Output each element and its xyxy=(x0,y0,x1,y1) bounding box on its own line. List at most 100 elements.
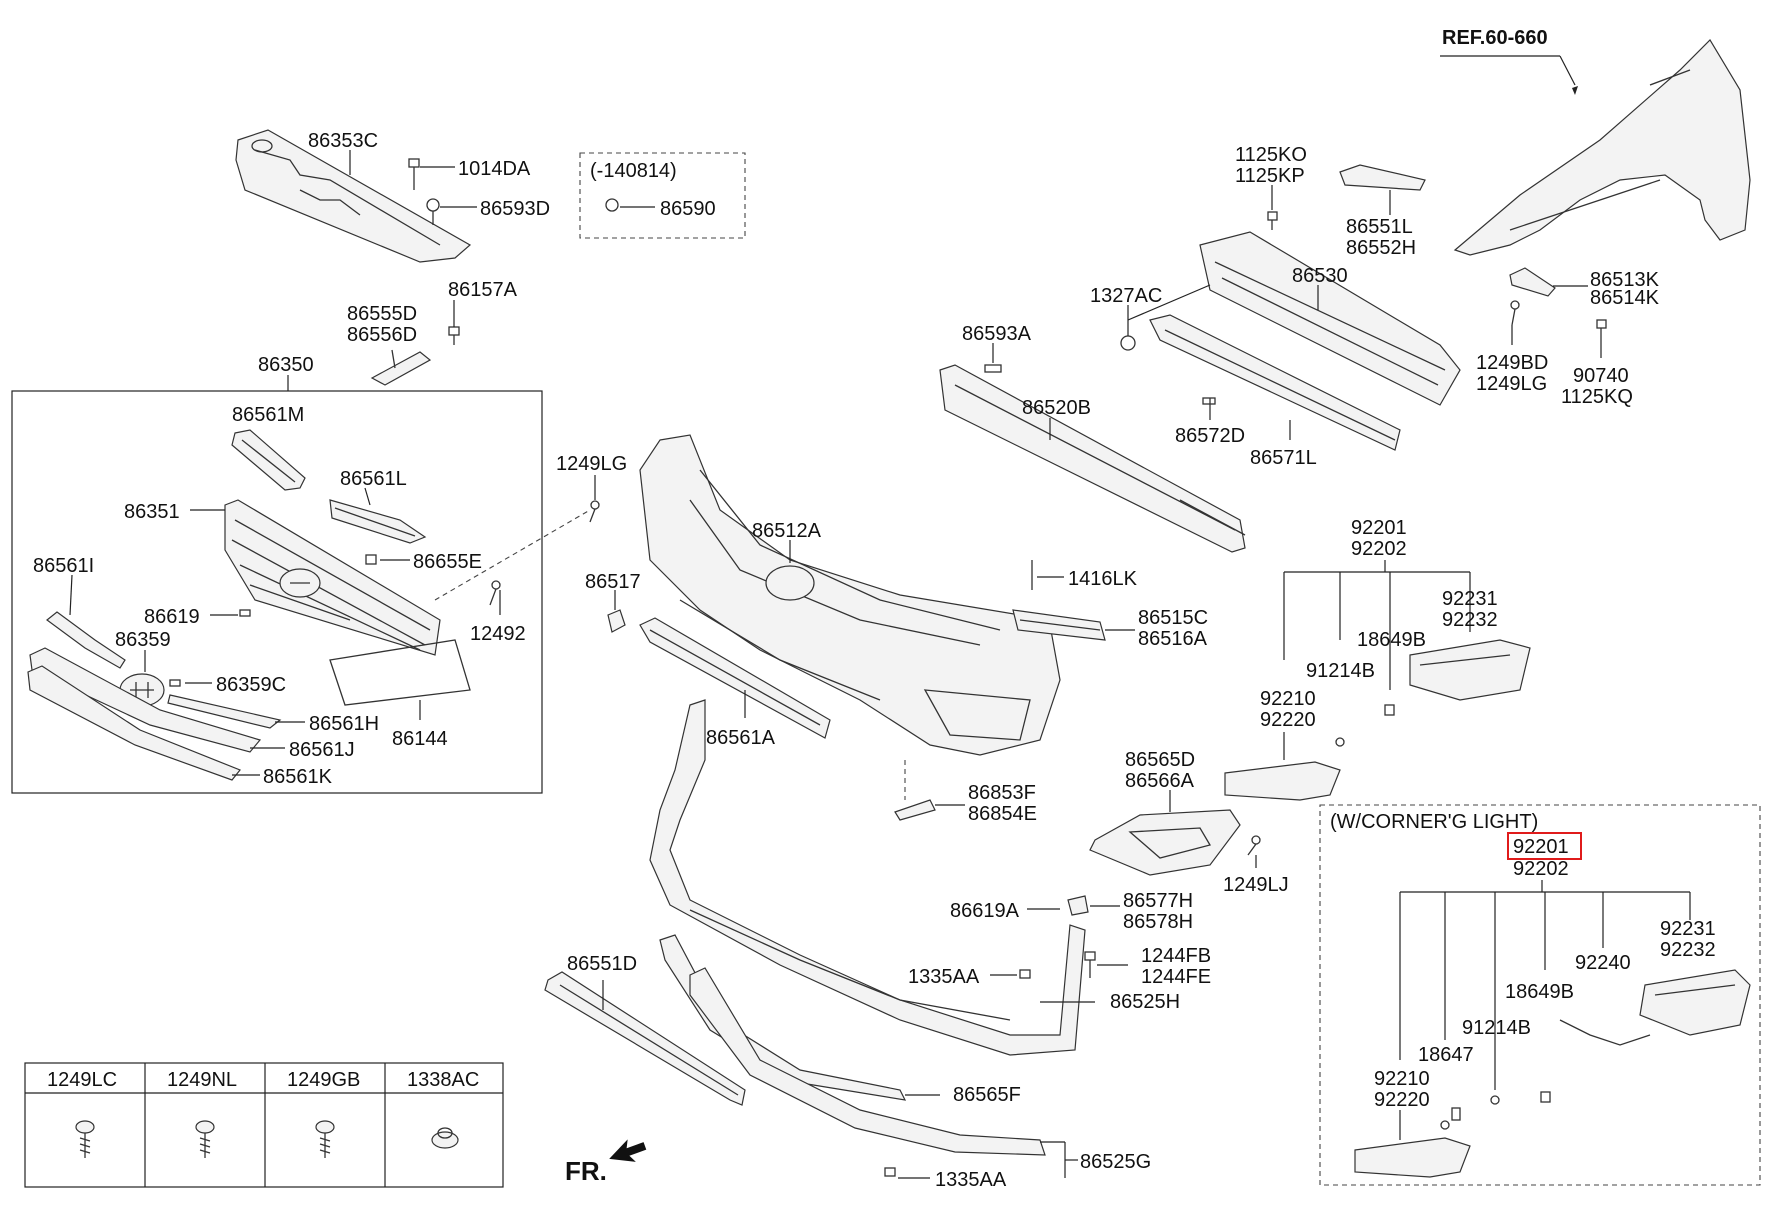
bolt-icon xyxy=(1596,319,1607,338)
bracket-part xyxy=(1339,164,1426,191)
callout-1125KP: 1125KP xyxy=(1235,165,1305,187)
callout-86655E: 86655E xyxy=(413,551,482,573)
nut-icon xyxy=(1120,335,1136,351)
table-header-1249LC: 1249LC xyxy=(47,1069,117,1091)
callout-86530: 86530 xyxy=(1292,265,1348,287)
callout-92202-main: 92202 xyxy=(1351,538,1407,560)
clip-icon xyxy=(1019,969,1031,979)
bracket-part xyxy=(894,799,936,821)
callout-86577H: 86577H xyxy=(1123,890,1193,912)
clip-icon xyxy=(1202,397,1216,405)
grille-trim-h-part xyxy=(167,694,282,729)
screw-icon xyxy=(1510,300,1520,326)
clip-icon xyxy=(426,198,440,225)
callout-86351: 86351 xyxy=(124,501,180,523)
front-direction-label: FR. xyxy=(565,1156,607,1186)
lower-grille-part xyxy=(639,617,831,739)
callout-86520B: 86520B xyxy=(1022,397,1091,419)
tow-hook-cap-part xyxy=(607,609,626,633)
grille-mount-right-part xyxy=(329,499,427,544)
callout-1416LK: 1416LK xyxy=(1068,568,1138,590)
callout-86525H: 86525H xyxy=(1110,991,1180,1013)
callout-86853F: 86853F xyxy=(968,782,1036,804)
callout-92231-corner: 92231 xyxy=(1660,918,1716,940)
callout-1327AC: 1327AC xyxy=(1090,285,1162,307)
callout-86516A: 86516A xyxy=(1138,628,1208,650)
callout-86514K: 86514K xyxy=(1590,287,1660,309)
clip-icon xyxy=(1490,1095,1500,1105)
callout-86515C: 86515C xyxy=(1138,607,1208,629)
callout-18649B-corner: 18649B xyxy=(1505,981,1574,1003)
callout-86565D: 86565D xyxy=(1125,749,1195,771)
screw-icon xyxy=(1247,835,1261,856)
callout-92240: 92240 xyxy=(1575,952,1631,974)
callout-86561J: 86561J xyxy=(289,739,355,761)
bolt-icon xyxy=(408,158,420,190)
callout-86572D: 86572D xyxy=(1175,425,1245,447)
callout-86144: 86144 xyxy=(392,728,448,750)
nut-icon xyxy=(431,1127,459,1149)
callout-86359: 86359 xyxy=(115,629,171,651)
callout-12492: 12492 xyxy=(470,623,526,645)
bulb-socket-icon xyxy=(1451,1107,1461,1121)
callout-86350: 86350 xyxy=(258,354,314,376)
callout-86525G: 86525G xyxy=(1080,1151,1151,1173)
callout-86619: 86619 xyxy=(144,606,200,628)
variant-note: (-140814) xyxy=(590,160,677,182)
callout-1125KO: 1125KO xyxy=(1235,144,1307,166)
cornering-light-box xyxy=(1319,804,1761,1186)
callout-86552H: 86552H xyxy=(1346,237,1416,259)
callout-86578H: 86578H xyxy=(1123,911,1193,933)
callout-86551D: 86551D xyxy=(567,953,637,975)
callout-92201-main: 92201 xyxy=(1351,517,1407,539)
callout-86590: 86590 xyxy=(660,198,716,220)
screw-icon xyxy=(489,580,501,606)
callout-86359C: 86359C xyxy=(216,674,286,696)
callout-91214B-main: 91214B xyxy=(1306,660,1375,682)
callout-92210-main: 92210 xyxy=(1260,688,1316,710)
callout-86619A: 86619A xyxy=(950,900,1020,922)
callout-86561K: 86561K xyxy=(263,766,333,788)
callout-92210-corner: 92210 xyxy=(1374,1068,1430,1090)
callout-86353C: 86353C xyxy=(308,130,378,152)
clip-icon xyxy=(884,1167,896,1177)
callout-86593D: 86593D xyxy=(480,198,550,220)
fog-lamp-part xyxy=(1224,761,1341,801)
callout-90740: 90740 xyxy=(1573,365,1629,387)
callout-86561H: 86561H xyxy=(309,713,379,735)
fog-lamp-part xyxy=(1354,1137,1471,1178)
callout-86513K: 86513K xyxy=(1590,269,1660,291)
lower-bumper-part xyxy=(649,699,1086,1056)
grille-mount-upper-part xyxy=(231,429,306,491)
callout-86561L: 86561L xyxy=(340,468,407,490)
stiffener-part xyxy=(1149,314,1401,451)
energy-absorber-part xyxy=(939,364,1246,553)
callout-92202-corner: 92202 xyxy=(1513,858,1569,880)
radiator-grille-part xyxy=(224,499,441,656)
callout-86565F: 86565F xyxy=(953,1084,1021,1106)
callout-1249LG-left: 1249LG xyxy=(556,453,627,475)
callout-1244FB: 1244FB xyxy=(1141,945,1211,967)
callout-18647: 18647 xyxy=(1418,1044,1474,1066)
bolt-icon xyxy=(1267,211,1278,230)
screw-icon xyxy=(589,500,600,523)
callout-1125KQ: 1125KQ xyxy=(1561,386,1633,408)
bolt-icon xyxy=(448,326,460,345)
callout-86561M: 86561M xyxy=(232,404,304,426)
callout-1014DA: 1014DA xyxy=(458,158,531,180)
screw-icon xyxy=(75,1120,95,1158)
callout-86512A: 86512A xyxy=(752,520,822,542)
callout-92232-main: 92232 xyxy=(1442,609,1498,631)
grille-trim-i-part xyxy=(46,611,126,669)
clip-icon xyxy=(1440,1120,1450,1130)
callout-92232-corner: 92232 xyxy=(1660,939,1716,961)
callout-86571L: 86571L xyxy=(1250,447,1317,469)
callout-86157A: 86157A xyxy=(448,279,518,301)
screw-icon xyxy=(315,1120,335,1158)
callout-1244FE: 1244FE xyxy=(1141,966,1211,988)
screw-icon xyxy=(1540,1091,1551,1103)
callout-92220-main: 92220 xyxy=(1260,709,1316,731)
front-bumper-cover-part xyxy=(639,434,1061,756)
callout-86593A: 86593A xyxy=(962,323,1032,345)
